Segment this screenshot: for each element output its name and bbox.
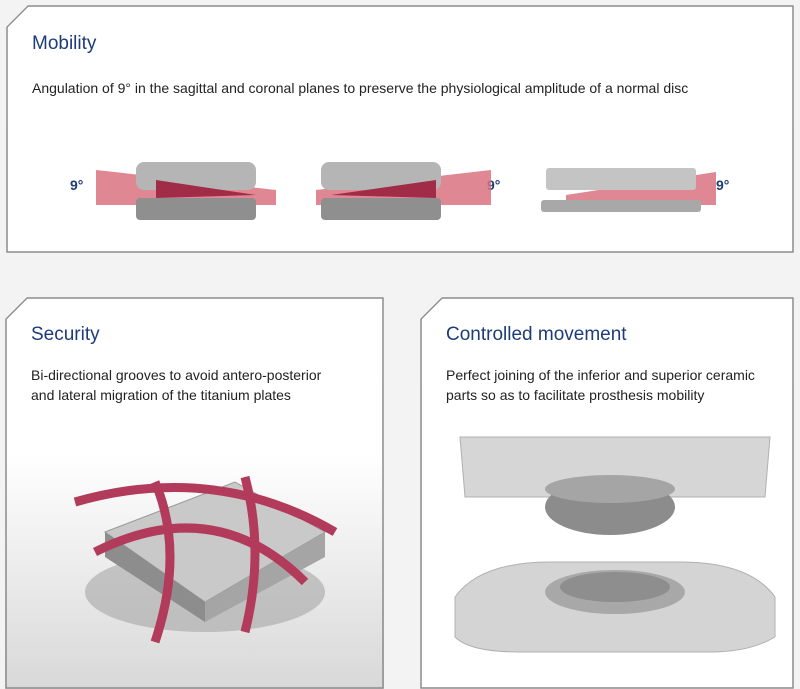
security-title: Security: [31, 324, 100, 345]
implant-angulation-illustration: [96, 162, 716, 220]
controlled-movement-card: Controlled movement Perfect joining of t…: [420, 297, 794, 689]
titanium-plate-illustration: [73, 475, 338, 644]
mobility-description: Angulation of 9° in the sagittal and cor…: [32, 80, 689, 96]
mobility-title: Mobility: [32, 33, 97, 54]
controlled-title: Controlled movement: [446, 324, 627, 345]
security-description-line: and lateral migration of the titanium pl…: [31, 387, 291, 403]
controlled-description-line: parts so as to facilitate prosthesis mob…: [446, 387, 705, 403]
angle-label: 9°: [70, 177, 84, 193]
controlled-description-line: Perfect joining of the inferior and supe…: [446, 367, 755, 383]
ceramic-parts-illustration: [454, 436, 776, 653]
security-description-line: Bi-directional grooves to avoid antero-p…: [31, 367, 322, 383]
security-card: Security Bi-directional grooves to avoid…: [5, 297, 384, 689]
angle-label: 9°: [716, 177, 730, 193]
mobility-card: Mobility Angulation of 9° in the sagitta…: [6, 5, 794, 253]
card-frame: [6, 5, 794, 253]
